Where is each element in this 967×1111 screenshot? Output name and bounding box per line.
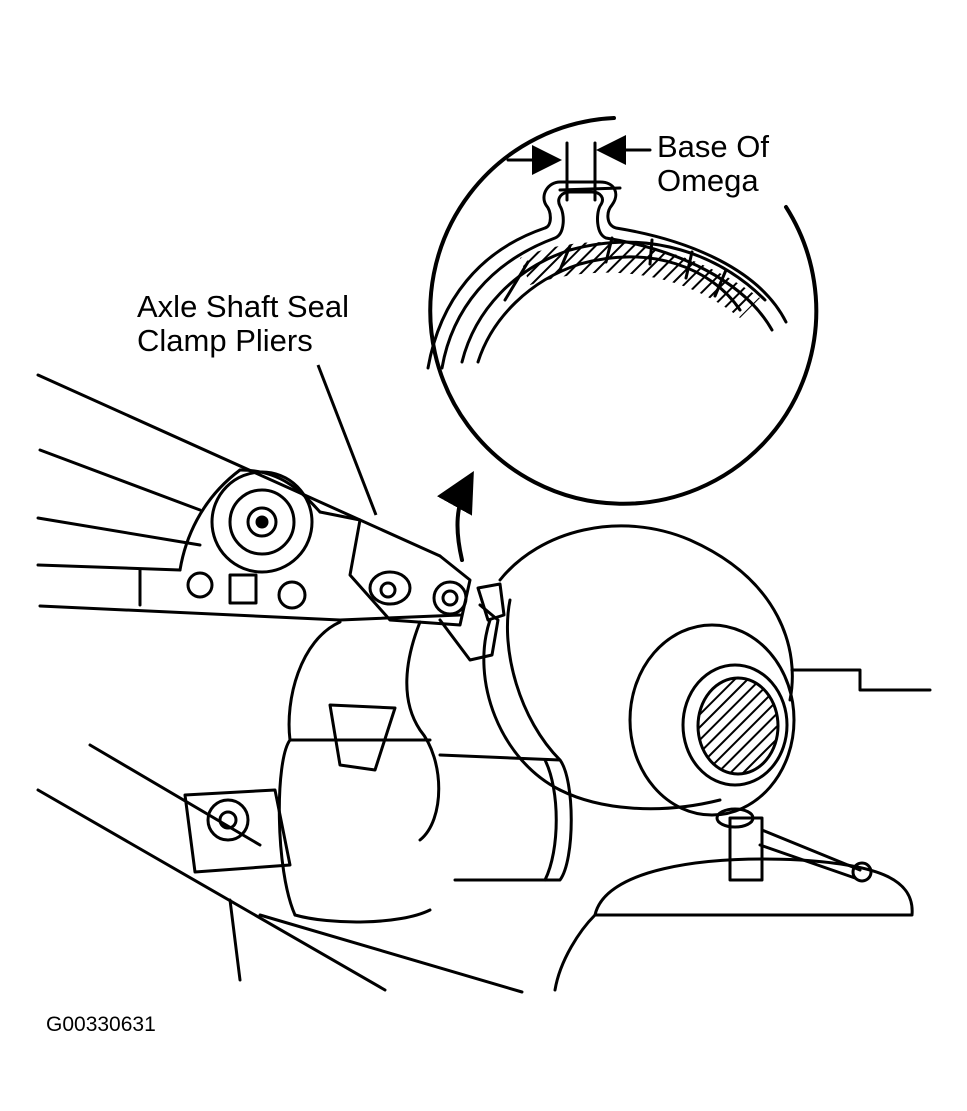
figure-id: G00330631 bbox=[46, 1013, 156, 1036]
knuckle-housing bbox=[36, 620, 573, 994]
detail-magnifier bbox=[426, 116, 819, 506]
clamp-pliers bbox=[36, 373, 506, 662]
pliers-label-line-1: Axle Shaft Seal bbox=[137, 289, 349, 324]
base-of-omega-line-2: Omega bbox=[657, 163, 759, 198]
pliers-label-line-2: Clamp Pliers bbox=[137, 323, 313, 358]
base-of-omega-line-1: Base Of bbox=[657, 129, 769, 164]
axle-boot bbox=[482, 524, 932, 817]
base-of-omega-label: Base Of Omega bbox=[657, 130, 769, 198]
callout-arrow bbox=[436, 471, 474, 562]
pliers-label: Axle Shaft Seal Clamp Pliers bbox=[137, 290, 349, 358]
support-stand bbox=[553, 807, 914, 992]
